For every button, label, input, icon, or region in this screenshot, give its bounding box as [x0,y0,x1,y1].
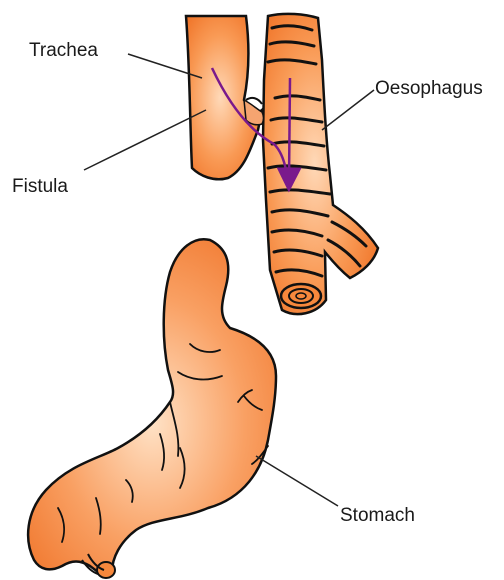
oesophagus [263,14,378,314]
label-fistula: Fistula [12,176,68,198]
stomach [28,239,276,578]
label-oesophagus: Oesophagus [375,78,483,100]
leader-line-oesophagus [322,90,374,130]
leader-line-stomach [256,456,338,506]
label-trachea: Trachea [29,40,98,62]
leader-line-fistula [84,110,206,170]
trachea [186,16,262,179]
label-stomach: Stomach [340,505,415,527]
